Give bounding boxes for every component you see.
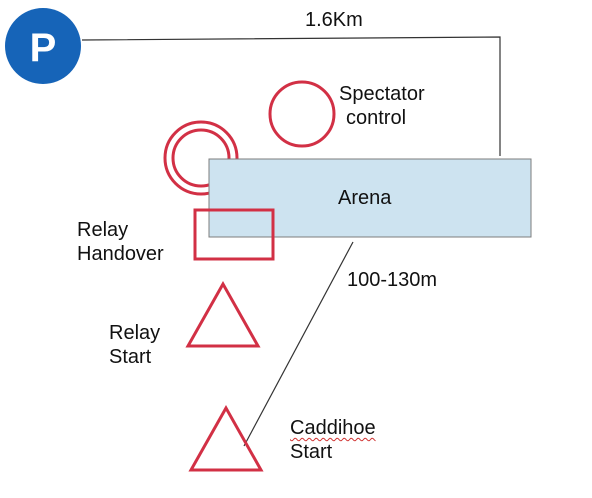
arena-rect (208, 158, 532, 238)
relay-start-triangle (185, 280, 261, 348)
arena-label: Arena (338, 187, 392, 209)
parking-letter: P (30, 26, 57, 70)
relay-handover-box (193, 208, 275, 261)
relay-start-line2: Start (109, 346, 152, 368)
parking-sign: P (5, 8, 81, 84)
caddihoe-start-triangle (188, 404, 264, 472)
caddihoe-start-line2: Start (290, 441, 333, 463)
caddihoe-start-label: Caddihoe Start (290, 416, 376, 464)
relay-handover-line2: Handover (77, 243, 164, 265)
caddihoe-start-line1: Caddihoe (290, 417, 376, 439)
parking-distance-label: 1.6Km (305, 9, 363, 31)
caddihoe-route-line (243, 241, 354, 447)
relay-handover-label: Relay Handover (77, 218, 164, 266)
finish-double-circle (163, 120, 239, 196)
spectator-control-label: Spectator control (339, 82, 425, 130)
spectator-control-circle (268, 80, 336, 148)
relay-handover-line1: Relay (77, 219, 129, 241)
spectator-control-line2: control (346, 107, 407, 129)
parking-route-line (81, 36, 501, 156)
parking-icon (5, 8, 81, 84)
relay-start-label: Relay Start (109, 321, 160, 369)
relay-start-line1: Relay (109, 322, 161, 344)
spectator-control-line1: Spectator (339, 83, 425, 105)
caddihoe-distance-label: 100-130m (347, 269, 438, 291)
